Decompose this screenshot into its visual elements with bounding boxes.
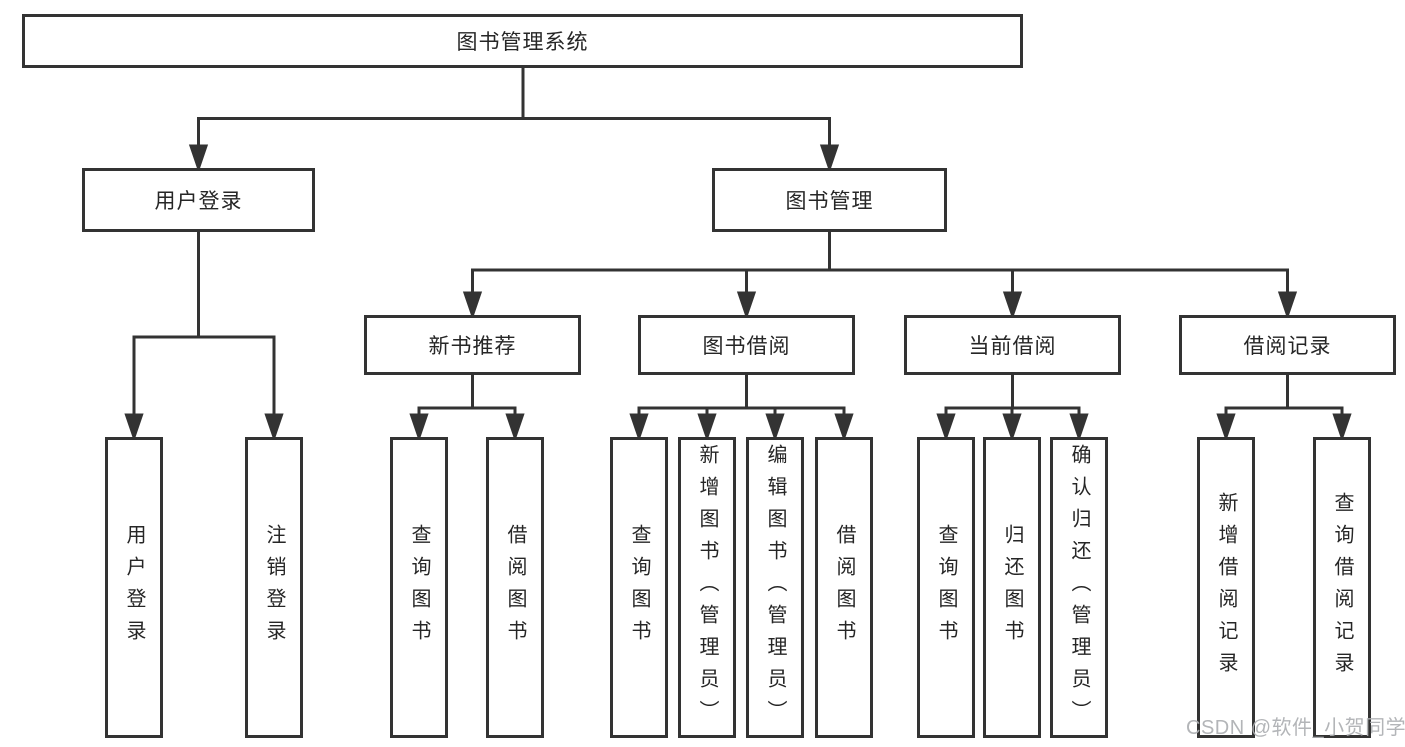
leaf-label: 查询图书 — [628, 523, 650, 652]
leaf-label: 查询图书 — [408, 523, 430, 652]
arrowhead — [819, 144, 840, 173]
arrowhead — [697, 413, 717, 442]
leaf-label: 新增图书（管理员） — [696, 443, 718, 732]
leaf-label: 编辑图书（管理员） — [764, 443, 786, 732]
arrowhead — [124, 413, 144, 442]
leaf-label: 借阅图书 — [833, 523, 855, 652]
leaf-label: 归还图书 — [1001, 523, 1023, 652]
arrowhead — [765, 413, 785, 442]
arrowhead — [936, 413, 956, 442]
arrowhead — [505, 413, 525, 442]
node-new-book-recommend: 新书推荐 — [364, 315, 581, 375]
node-recommend-query-book: 查询图书 — [390, 437, 448, 738]
leaf-label: 查询借阅记录 — [1331, 491, 1353, 684]
leaf-label: 查询图书 — [935, 523, 957, 652]
arrowhead — [409, 413, 429, 442]
arrowhead — [1002, 291, 1023, 320]
node-user-login: 用户登录 — [82, 168, 315, 232]
node-recommend-borrow-book: 借阅图书 — [486, 437, 544, 738]
node-user-login-action: 用户登录 — [105, 437, 163, 738]
node-borrow-records: 借阅记录 — [1179, 315, 1396, 375]
csdn-watermark: CSDN @软件_小贺同学 — [1186, 717, 1405, 739]
node-library-management-system: 图书管理系统 — [22, 14, 1023, 68]
node-records-add-record: 新增借阅记录 — [1197, 437, 1255, 738]
node-borrow-add-book-admin: 新增图书（管理员） — [678, 437, 736, 738]
leaf-label: 借阅图书 — [504, 523, 526, 652]
leaf-label: 用户登录 — [123, 523, 145, 652]
leaf-label: 确认归还（管理员） — [1068, 443, 1090, 732]
arrowhead — [1069, 413, 1089, 442]
node-borrow-query-book: 查询图书 — [610, 437, 668, 738]
arrowhead — [188, 144, 209, 173]
node-current-return-book: 归还图书 — [983, 437, 1041, 738]
arrowhead — [264, 413, 284, 442]
arrowhead — [1277, 291, 1298, 320]
arrowhead — [629, 413, 649, 442]
arrowhead — [1002, 413, 1022, 442]
node-borrow-borrow-book: 借阅图书 — [815, 437, 873, 738]
node-records-query-record: 查询借阅记录 — [1313, 437, 1371, 738]
arrowhead — [462, 291, 483, 320]
node-current-confirm-return-admin: 确认归还（管理员） — [1050, 437, 1108, 738]
node-borrow-edit-book-admin: 编辑图书（管理员） — [746, 437, 804, 738]
node-book-management: 图书管理 — [712, 168, 947, 232]
leaf-label: 新增借阅记录 — [1215, 491, 1237, 684]
arrowhead — [834, 413, 854, 442]
arrowhead — [1216, 413, 1236, 442]
node-current-borrow: 当前借阅 — [904, 315, 1121, 375]
node-current-query-book: 查询图书 — [917, 437, 975, 738]
leaf-label: 注销登录 — [263, 523, 285, 652]
arrowhead — [1332, 413, 1352, 442]
node-logout-action: 注销登录 — [245, 437, 303, 738]
node-book-borrow: 图书借阅 — [638, 315, 855, 375]
arrowhead — [736, 291, 757, 320]
